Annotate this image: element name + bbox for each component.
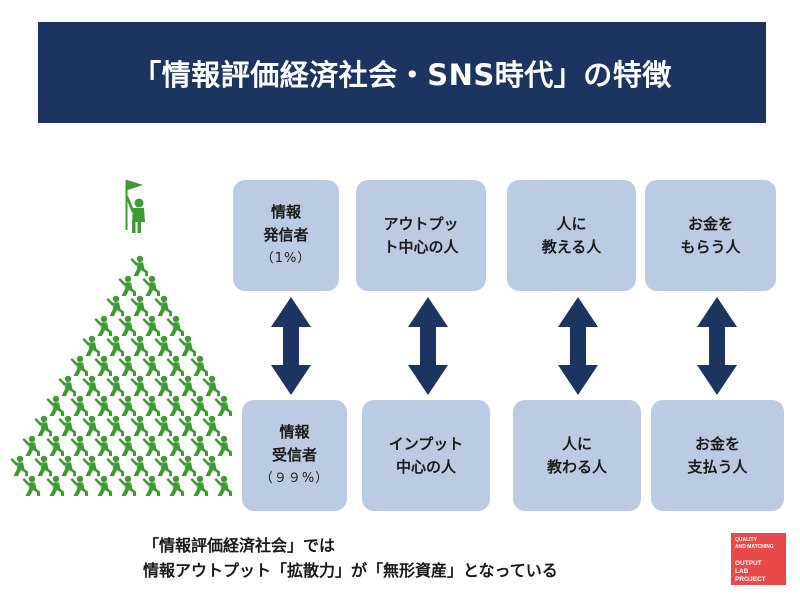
logo-text: PROJECT xyxy=(735,576,766,583)
card-input-centered: インプット 中心の人 xyxy=(362,400,490,511)
card-line: 発信者 xyxy=(263,226,309,244)
footer-caption: 「情報評価経済社会」では 情報アウトプット「拡散力」が「無形資産」となっている xyxy=(143,533,558,583)
double-arrow-vertical-icon xyxy=(271,297,311,395)
card-learner: 人に 教わる人 xyxy=(513,400,641,511)
card-line: 中心の人 xyxy=(395,457,456,476)
logo-text: QUALITY xyxy=(735,537,757,543)
card-line: ト中心の人 xyxy=(383,237,459,256)
flag-icon xyxy=(125,180,145,233)
card-line: もらう人 xyxy=(680,237,741,256)
footer-line: 「情報評価経済社会」では xyxy=(143,536,336,555)
card-teacher: 人に 教える人 xyxy=(507,180,636,291)
card-line: 人に xyxy=(556,214,587,233)
card-line: アウトプッ xyxy=(383,214,459,233)
card-line: お金を xyxy=(687,214,733,233)
card-line: 教わる人 xyxy=(546,457,607,476)
logo-text: LAB xyxy=(735,568,749,575)
card-line: 情報 xyxy=(270,203,301,221)
page-title: 「情報評価経済社会・SNS時代」の特徴 xyxy=(132,57,672,92)
brand-logo: QUALITY AND MATCHING OUTPUT LAB PROJECT xyxy=(731,533,786,585)
double-arrow-vertical-icon xyxy=(697,297,737,395)
card-output-centered: アウトプッ ト中心の人 xyxy=(356,180,486,291)
card-line: 情報 xyxy=(279,423,310,441)
card-money-payer: お金を 支払う人 xyxy=(651,400,784,511)
card-line: 教える人 xyxy=(541,237,602,256)
card-line: 人に xyxy=(561,434,592,453)
card-info-sender: 情報 発信者 （1%） xyxy=(233,180,339,291)
double-arrow-vertical-icon xyxy=(408,297,448,395)
logo-text: AND MATCHING xyxy=(735,544,774,550)
title-banner: 「情報評価経済社会・SNS時代」の特徴 xyxy=(38,22,766,123)
card-info-receiver: 情報 受信者 （９９%） xyxy=(242,400,347,511)
card-line: インプット xyxy=(388,434,464,453)
people-pyramid-icon xyxy=(10,180,232,496)
logo-text: OUTPUT xyxy=(735,560,762,567)
card-line: 支払う人 xyxy=(687,457,748,476)
card-line: お金を xyxy=(694,434,740,453)
footer-line: 情報アウトプット「拡散力」が「無形資産」となっている xyxy=(143,561,558,580)
double-arrow-vertical-icon xyxy=(558,297,598,395)
card-line: 受信者 xyxy=(271,446,317,464)
card-money-receiver: お金を もらう人 xyxy=(645,180,776,291)
card-percentage: （1%） xyxy=(260,251,312,266)
card-percentage: （９９%） xyxy=(259,471,330,486)
